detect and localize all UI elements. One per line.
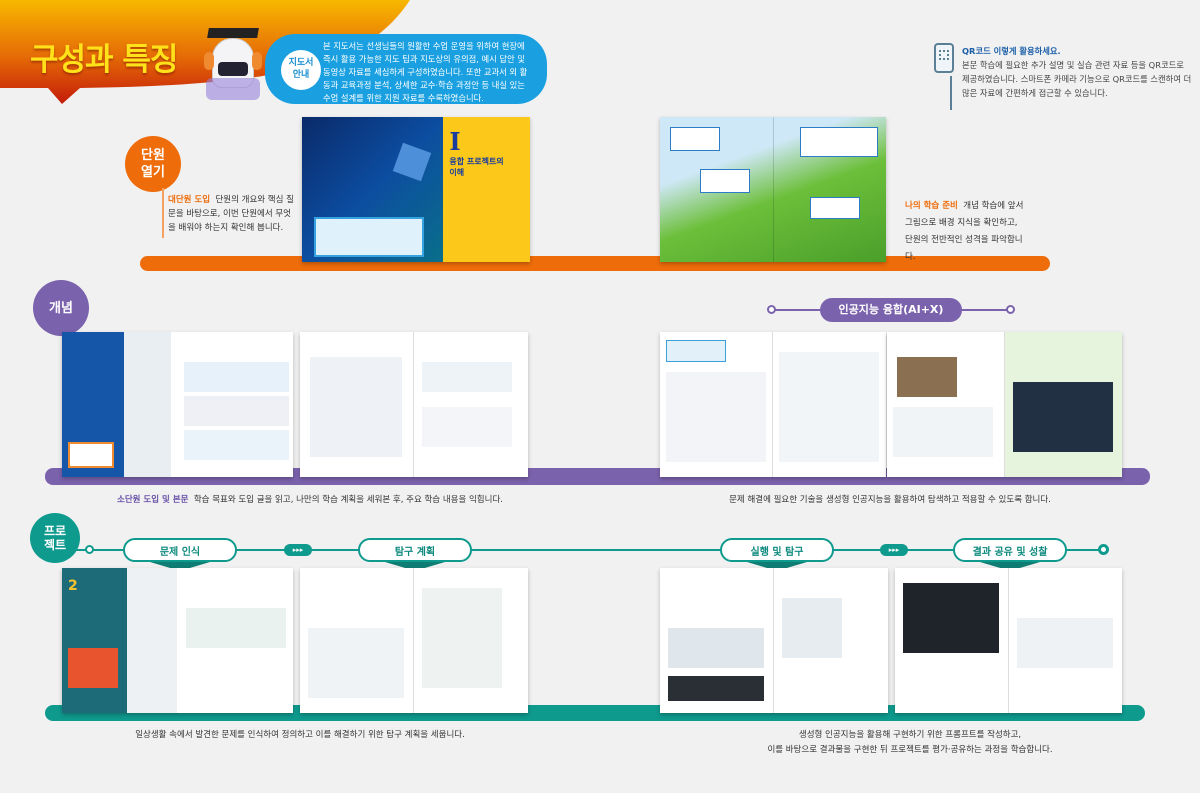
book-preview-project-1: 2 <box>62 568 293 713</box>
step-problem-recognition: 문제 인식 <box>123 538 237 570</box>
project-right-text-1: 생성형 인공지능을 활용해 구현하기 위한 프롬프트를 작성하고, <box>798 730 1022 740</box>
ai-fusion-label: 인공지능 융합(AI+X) <box>820 298 962 322</box>
divider <box>950 76 952 110</box>
step-inquiry-plan: 탐구 계획 <box>358 538 472 570</box>
learning-prep-label: 나의 학습 준비 <box>905 201 958 211</box>
step-label: 탐구 계획 <box>394 546 436 558</box>
line-end-dot <box>85 545 94 554</box>
book-preview-unit-intro: I 융합 프로젝트의 이해 <box>302 117 530 262</box>
step-label: 문제 인식 <box>159 546 201 558</box>
concept-left-label: 소단원 도입 및 본문 <box>117 495 189 505</box>
divider <box>162 188 164 238</box>
concept-left-caption: 소단원 도입 및 본문 학습 목표와 도입 글을 읽고, 나만의 학습 계획을 … <box>60 493 560 508</box>
guide-badge: 지도서 안내 <box>281 50 321 90</box>
unit-intro-desc: 대단원 도입 단원의 개요와 핵심 질문을 바탕으로, 이번 단원에서 무엇을 … <box>168 193 298 235</box>
qr-description: 본문 학습에 필요한 추가 설명 및 실습 관련 자료 등을 QR코드로 제공하… <box>962 60 1192 98</box>
concept-left-text: 학습 목표와 도입 글을 읽고, 나만의 학습 계획을 세워본 후, 주요 학습… <box>193 495 503 505</box>
unit-intro-text: 단원의 개요와 핵심 질문을 바탕으로, 이번 단원에서 무엇을 배워야 하는지… <box>168 195 294 233</box>
arrow-icon: ▸▸▸ <box>284 544 312 556</box>
qr-info: QR코드 이렇게 활용하세요. 본문 학습에 필요한 추가 설명 및 실습 관련… <box>962 44 1192 100</box>
project-left-caption: 일상생활 속에서 발견한 문제를 인식하여 정의하고 이를 해결하기 위한 탐구… <box>135 730 465 740</box>
step-label: 실행 및 탐구 <box>750 546 804 558</box>
page-title: 구성과 특징 <box>30 42 178 78</box>
concept-badge: 개념 <box>33 280 89 336</box>
project-badge: 프로 젝트 <box>30 513 80 563</box>
concept-right-caption: 문제 해결에 필요한 기술을 생성형 인공지능을 활용하여 탐색하고 적용할 수… <box>729 495 1051 505</box>
project-right-text-2: 이를 바탕으로 결과물을 구현한 뒤 프로젝트를 평가·공유하는 과정을 학습합… <box>767 745 1053 755</box>
book-preview-ai-1 <box>660 332 886 477</box>
line-end-dot <box>1098 544 1109 555</box>
book-title: 융합 프로젝트의 이해 <box>449 157 504 177</box>
book-preview-concept-1 <box>62 332 293 477</box>
step-execution: 실행 및 탐구 <box>720 538 834 570</box>
line-end-dot <box>1006 305 1015 314</box>
arrow-icon: ▸▸▸ <box>880 544 908 556</box>
unit-intro-label: 대단원 도입 <box>168 195 211 205</box>
book-preview-learning-prep <box>660 117 886 262</box>
learning-prep-desc: 나의 학습 준비 개념 학습에 앞서 그림으로 배경 지식을 확인하고, 단원의… <box>905 198 1025 266</box>
book-preview-project-2 <box>300 568 528 713</box>
robot-mascot-icon <box>200 22 265 102</box>
book-numeral: I <box>449 127 461 156</box>
book-preview-concept-2 <box>300 332 528 477</box>
book-preview-project-4 <box>895 568 1122 713</box>
project-line <box>75 549 1105 551</box>
line-end-dot <box>767 305 776 314</box>
learning-prep-text: 개념 학습에 앞서 그림으로 배경 지식을 확인하고, 단원의 전반적인 성격을… <box>905 201 1024 262</box>
unit-open-badge: 단원 열기 <box>125 136 181 192</box>
book-preview-ai-2 <box>887 332 1122 477</box>
qr-phone-icon <box>934 43 954 73</box>
project-right-caption: 생성형 인공지능을 활용해 구현하기 위한 프롬프트를 작성하고, 이를 바탕으… <box>680 728 1140 758</box>
step-label: 결과 공유 및 성찰 <box>972 546 1048 558</box>
book-numeral: 2 <box>68 578 78 594</box>
step-result-sharing: 결과 공유 및 성찰 <box>953 538 1067 570</box>
qr-heading: QR코드 이렇게 활용하세요. <box>962 46 1061 56</box>
book-preview-project-3 <box>660 568 888 713</box>
